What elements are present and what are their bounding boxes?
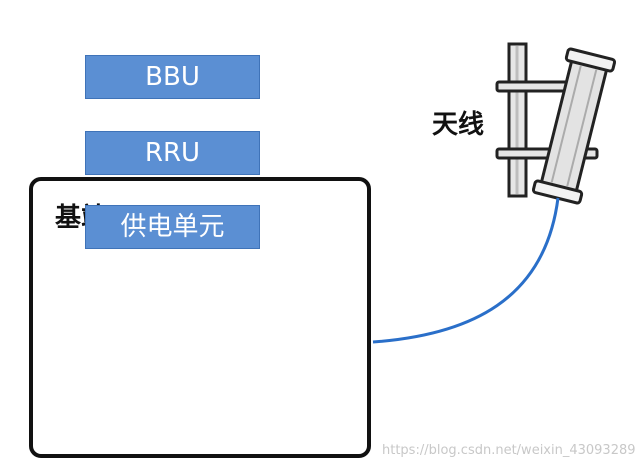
watermark: https://blog.csdn.net/weixin_43093289 bbox=[382, 443, 636, 458]
antenna-label: 天线 bbox=[432, 110, 485, 140]
antenna-pole bbox=[507, 42, 528, 198]
module-power-unit: 供电单元 bbox=[85, 205, 260, 249]
module-rru: RRU bbox=[85, 131, 260, 175]
module-bbu: BBU bbox=[85, 55, 260, 99]
antenna-panel bbox=[531, 47, 617, 205]
feeder-cable bbox=[372, 197, 560, 344]
